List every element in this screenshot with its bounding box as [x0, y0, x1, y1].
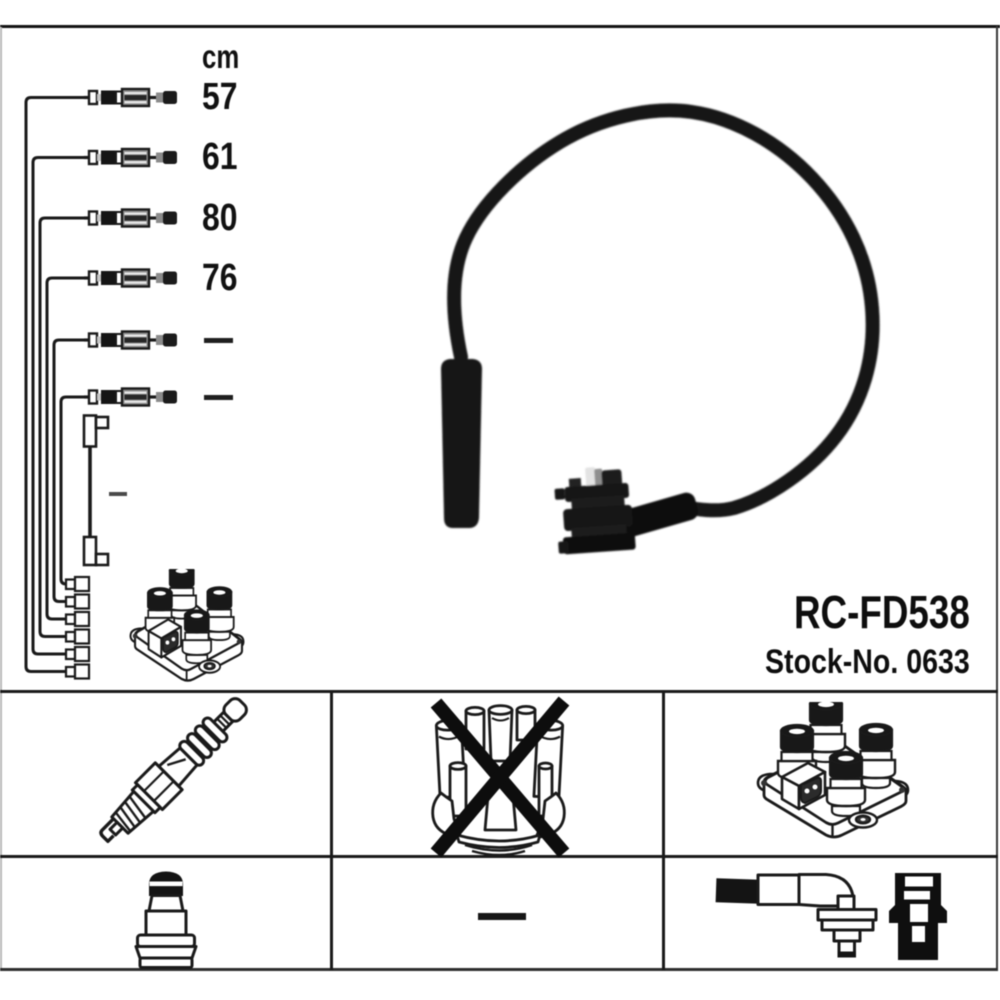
cable-photo-wire	[447, 103, 880, 518]
coil-connector-icon	[889, 873, 947, 960]
ignition-coil-small	[131, 566, 244, 681]
cable-row-icon-4	[82, 267, 179, 289]
coil-wire-length-dash	[109, 491, 127, 496]
cable-photo-elbow-boot	[554, 467, 636, 555]
cable-row-icon-5	[82, 329, 179, 351]
coil-wire-icon	[82, 414, 110, 567]
ignition-coil-icon	[758, 698, 908, 837]
stock-number: Stock-No. 0633	[765, 642, 970, 681]
bracket-stub-5	[64, 645, 91, 663]
cable-row-icon-1	[82, 87, 179, 108]
bracket-stub-3	[64, 610, 91, 628]
cable-length-6-dash	[204, 394, 233, 400]
cable-photo-straight-boot	[441, 359, 482, 528]
product-code: RC-FD538	[794, 586, 970, 638]
cable-row-icon-6	[82, 386, 179, 408]
cable-length-4: 76	[202, 256, 238, 299]
spark-plug-icon	[99, 697, 248, 844]
grid-top-rule	[0, 689, 998, 693]
bracket-stub-2	[64, 593, 91, 610]
grid-bottom-rule	[0, 968, 998, 971]
left-border	[0, 27, 2, 971]
top-rule	[0, 25, 1000, 29]
right-border	[995, 26, 999, 971]
distributor-cap-icon	[430, 696, 570, 858]
bracket-stub-6	[64, 663, 91, 680]
cable-length-1: 57	[202, 75, 238, 118]
unit-label: cm	[202, 38, 240, 75]
bracket-stub-1	[64, 575, 91, 593]
legend-dash	[478, 913, 526, 920]
cable-row-icon-3	[82, 207, 179, 229]
cable-row-icon-2	[82, 147, 179, 168]
grid-v-rule-2	[662, 690, 665, 970]
elbow-boot-icon	[715, 873, 878, 958]
grid-v-rule-1	[330, 690, 333, 970]
cable-photo-ferrule	[617, 492, 699, 538]
cable-length-2: 61	[202, 135, 238, 178]
terminal-connector-icon	[134, 871, 198, 969]
cable-photo	[441, 103, 880, 555]
bracket-stub-4	[64, 628, 91, 645]
cable-bracket	[24, 96, 86, 673]
cable-length-3: 80	[202, 196, 238, 239]
cable-length-5-dash	[204, 337, 233, 343]
